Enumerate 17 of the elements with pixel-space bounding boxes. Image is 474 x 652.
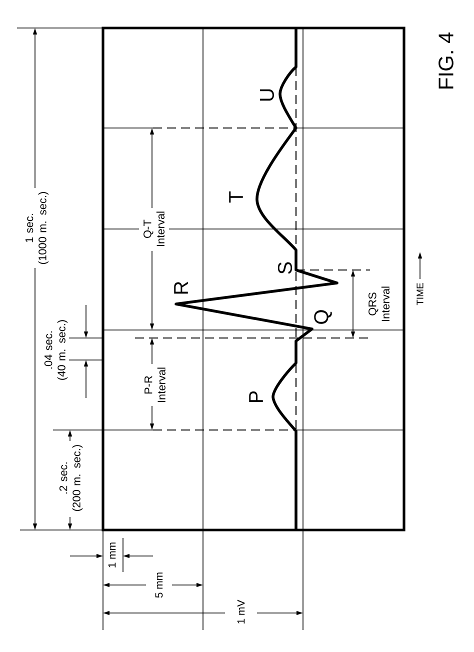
- wave-label: T: [229, 191, 243, 203]
- axis-label: TIME: [416, 283, 424, 306]
- dimension-label: 1 sec. (1000 m. sec.): [25, 192, 49, 264]
- wave-label: U: [260, 89, 274, 101]
- dimension-label: 1 mV: [237, 600, 245, 624]
- interval-label: Q-T Interval: [144, 212, 164, 246]
- dimension-label: 5 mm: [155, 572, 163, 598]
- wave-label: Q: [314, 310, 332, 324]
- dimension-label: .04 sec. (40 m. sec.): [44, 320, 68, 380]
- wave-label: R: [174, 282, 188, 294]
- wave-label: P: [249, 391, 263, 402]
- wave-label: S: [278, 262, 292, 274]
- interval-label: QRS Interval: [368, 286, 390, 321]
- figure-label: FIG. 4: [438, 32, 454, 88]
- interval-label: P-R Interval: [144, 368, 166, 402]
- dimension-label: .2 sec. (200 m. sec.): [59, 445, 83, 511]
- dimension-label: 1 mm: [108, 542, 116, 568]
